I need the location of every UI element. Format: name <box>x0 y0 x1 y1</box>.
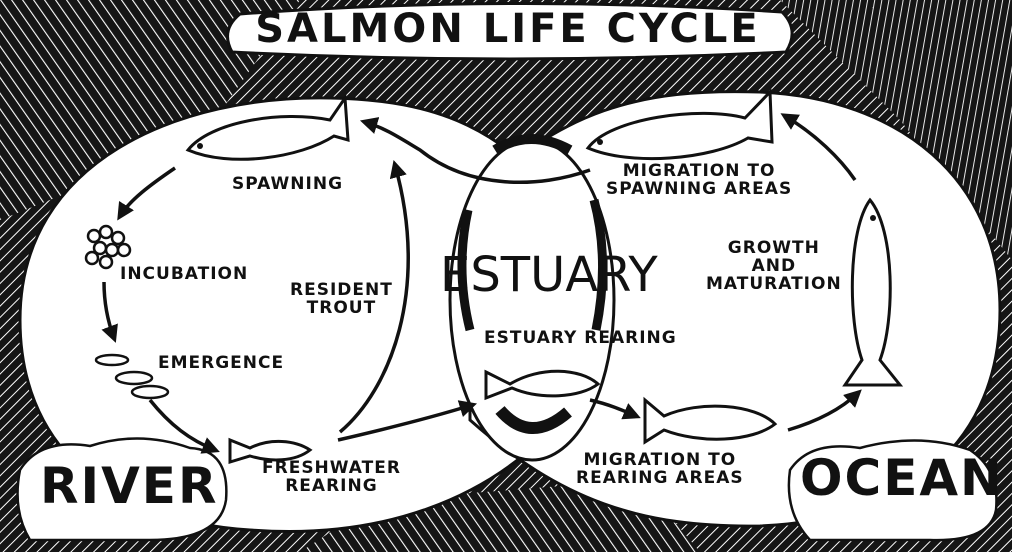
ocean-region-label: OCEAN <box>800 452 1004 505</box>
stage-label-resident-trout: RESIDENT TROUT <box>290 282 393 318</box>
diagram-title: SALMON LIFE CYCLE <box>228 8 788 50</box>
stage-label-growth-and-maturation: GROWTH AND MATURATION <box>706 240 842 294</box>
estuary-region-label: ESTUARY <box>440 250 658 300</box>
stage-label-freshwater-rearing: FRESHWATER REARING <box>262 460 401 496</box>
stage-label-spawning: SPAWNING <box>232 176 343 194</box>
stage-label-incubation: INCUBATION <box>120 266 248 284</box>
stage-label-emergence: EMERGENCE <box>158 355 284 373</box>
stage-label-migration-to-rearing: MIGRATION TO REARING AREAS <box>576 452 744 488</box>
stage-label-migration-to-spawning: MIGRATION TO SPAWNING AREAS <box>606 163 792 199</box>
stage-label-estuary-rearing: ESTUARY REARING <box>484 330 677 348</box>
river-region-label: RIVER <box>40 460 218 513</box>
